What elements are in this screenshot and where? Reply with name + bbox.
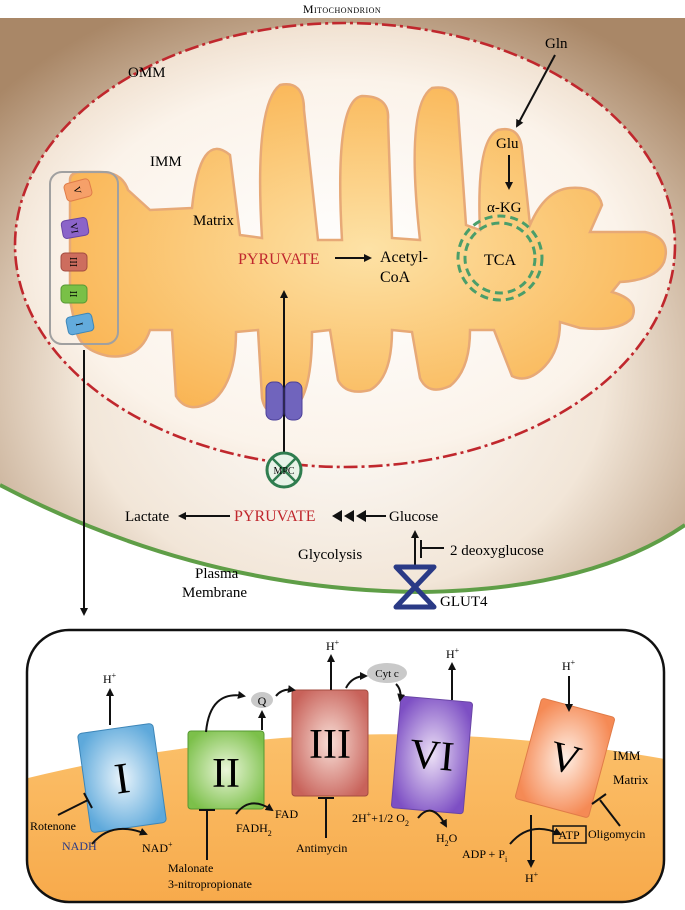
diagram-title: Mitochondrion [303,2,381,16]
deoxyglucose-inhibition [420,540,444,558]
inset-complex-ii: II [60,284,88,304]
pyruvate-matrix-label: PYRUVATE [238,251,320,268]
q-to-iii-arrow [275,685,296,697]
fad-label: FAD [275,807,298,821]
glut4-label: GLUT4 [440,594,488,610]
atp-box [552,825,587,844]
nad-label: NAD+ [142,840,173,855]
iii-to-cytc-arrow [345,672,368,689]
etc-inset-box: V VI III II I [49,171,119,345]
plasma-label: Plasma [195,566,239,582]
gln-to-glu-arrow [516,54,556,128]
etc-matrix-label: Matrix [613,772,649,787]
complex-iii-h-label: H+ [326,638,340,653]
acetylcoa-label-2: CoA [380,269,411,286]
omm-label: OMM [128,65,166,81]
gln-label: Gln [545,36,568,52]
complex-vi: VI [391,695,473,815]
glucose-label: Glucose [389,509,438,525]
lactate-label: Lactate [125,509,169,525]
tca-cycle: TCA [456,214,544,302]
svg-text:MPC: MPC [273,466,294,477]
mpc-transporter-protein [265,381,303,421]
complex-ii: II [187,730,265,810]
malonate-label: Malonate [168,861,213,875]
akg-label: α-KG [487,200,522,216]
adp-to-atp-arrow [509,827,562,845]
glycolysis-label: Glycolysis [298,547,362,563]
adp-label: ADP + Pi [462,847,508,864]
ubiquinone-q [251,692,273,708]
svg-text:II: II [67,291,78,298]
glycolysis-steps-arrows [332,510,386,522]
fadh2-arrow [235,802,274,815]
oligomycin-inhibition-bar [591,793,607,805]
svg-text:I: I [111,753,132,804]
glut4-transporter [393,564,437,610]
oligomycin-inhibition-line [599,799,621,827]
atp-label: ATP [558,828,580,842]
deoxyglucose-label: 2 deoxyglucose [450,543,544,559]
oxygen-reduction-label: 2H++1/2 O2 [352,810,409,828]
complex-vi-h-label: H+ [446,646,460,661]
svg-text:II: II [212,751,240,797]
inset-complex-i: I [65,312,95,336]
antimycin-label: Antimycin [296,841,347,855]
membrane-label: Membrane [182,585,247,601]
complex-v-h-label: H+ [562,658,576,673]
pyruvate-cyto-label: PYRUVATE [234,508,316,525]
cytc-to-vi-arrow [395,683,406,702]
glu-label: Glu [496,136,519,152]
nadh-arrow [91,827,148,845]
oxygen-to-water-arrow [417,809,447,828]
rotenone-label: Rotenone [30,819,76,833]
imm-label: IMM [150,154,182,170]
fadh2-label: FADH2 [236,821,272,838]
svg-text:III: III [67,257,78,267]
complex-iii: III [291,689,369,797]
mpc-inhibitor-icon: MPC [265,451,303,489]
cytc-label: Cyt c [375,668,399,680]
svg-text:TCA: TCA [484,252,516,269]
svg-text:VI: VI [408,731,456,781]
inset-complex-iii: III [60,252,88,272]
inset-complex-vi: VI [60,217,90,239]
acetylcoa-label: Acetyl- [380,249,428,266]
complex-v: V [515,698,615,818]
complex-i-h-label: H+ [103,671,117,686]
inset-complex-v: V [63,178,93,202]
complex-i: I [77,723,167,833]
complex-ii-to-q-arrow [205,691,246,733]
nadh-label: NADH [62,839,97,853]
cytochrome-c [367,663,407,683]
svg-text:V: V [70,185,83,196]
complex-v-h-out-label: H+ [525,870,539,885]
etc-imm-label: IMM [613,748,641,763]
plasma-membrane-line [0,483,685,595]
matrix-label: Matrix [193,213,234,229]
svg-text:I: I [73,322,84,328]
oligomycin-label: Oligomycin [588,827,645,841]
water-label: H2O [436,831,458,848]
etc-matrix-region [27,734,664,902]
svg-text:VI: VI [67,222,80,234]
svg-text:III: III [309,722,351,768]
q-label: Q [258,694,267,708]
rotenone-inhibition [57,792,93,816]
nitropropionate-label: 3-nitropropionate [168,877,252,891]
